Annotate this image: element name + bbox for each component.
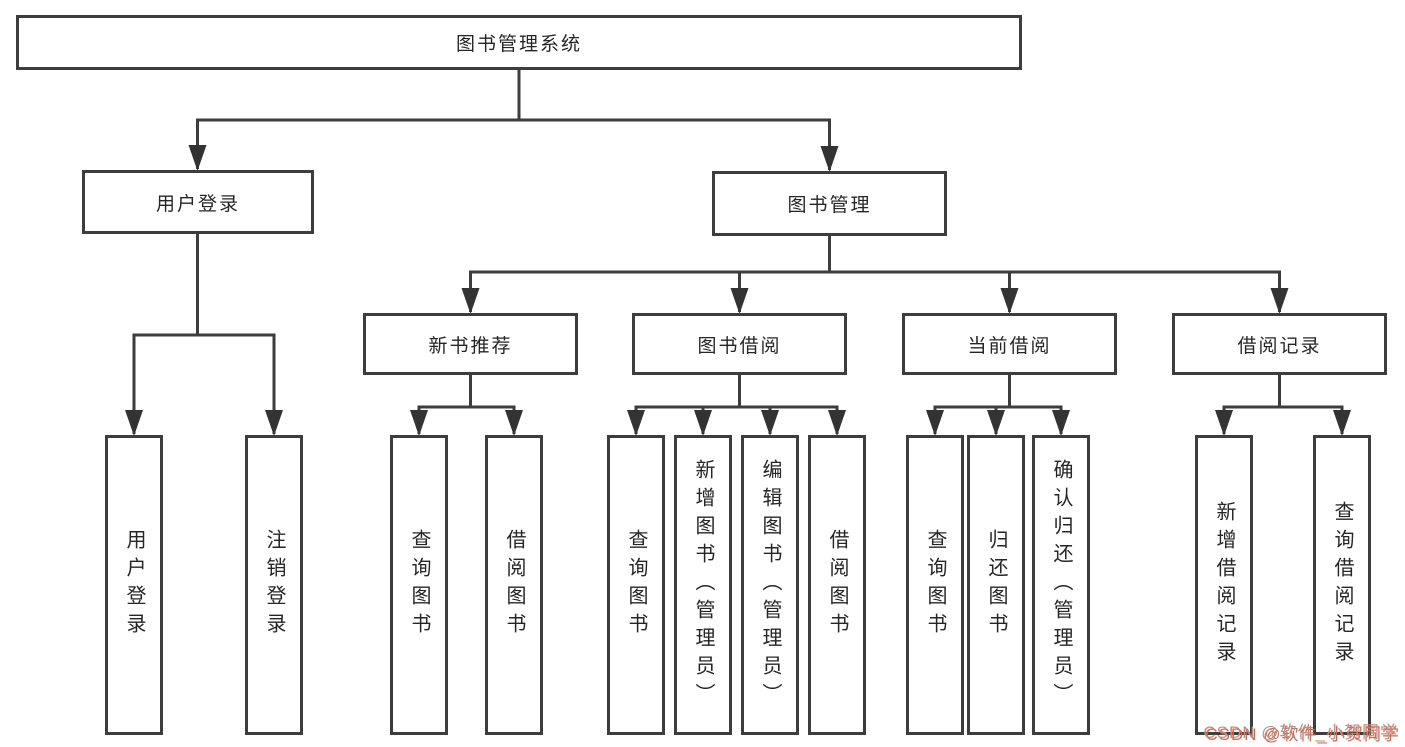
connector-root-to-level2: [188, 70, 839, 172]
node-borrowing-records-label: 借阅记录: [1237, 335, 1322, 357]
leaf-logout-label: 注销登录: [263, 529, 285, 641]
node-borrowing-records: 借阅记录: [1172, 313, 1387, 375]
node-user-login-label: 用户登录: [155, 193, 240, 215]
csdn-watermark: CSDN @软件_小贺同学: [1203, 723, 1398, 742]
connector-user-login-children: [125, 234, 283, 436]
node-book-management: 图书管理: [712, 171, 947, 236]
node-root-label: 图书管理系统: [455, 34, 582, 55]
leaf-query-books-current: 查询图书: [906, 435, 964, 735]
node-book-management-label: 图书管理: [787, 195, 872, 216]
connector-new-book-recommend-children: [410, 375, 523, 436]
leaf-user-login: 用户登录: [105, 435, 163, 735]
leaf-query-books-recommend-label: 查询图书: [408, 529, 430, 641]
leaf-query-borrow-record: 查询借阅记录: [1313, 435, 1371, 735]
node-book-borrowing: 图书借阅: [632, 313, 847, 375]
node-current-borrowing: 当前借阅: [902, 313, 1117, 375]
node-current-borrowing-label: 当前借阅: [967, 335, 1052, 357]
leaf-logout: 注销登录: [245, 435, 303, 735]
node-new-book-recommend-label: 新书推荐: [428, 335, 513, 357]
connector-book-borrowing-children: [627, 375, 846, 436]
leaf-user-login-label: 用户登录: [123, 529, 145, 641]
node-book-borrowing-label: 图书借阅: [697, 335, 782, 357]
leaf-edit-book-admin: 编辑图书（管理员）: [741, 435, 799, 735]
connector-book-management-children: [461, 236, 1289, 314]
leaf-borrow-books-recommend: 借阅图书: [485, 435, 543, 735]
leaf-borrow-books-label: 借阅图书: [826, 529, 848, 641]
leaf-add-book-admin: 新增图书（管理员）: [674, 435, 732, 735]
leaf-return-books: 归还图书: [967, 435, 1025, 735]
leaf-edit-book-admin-label: 编辑图书（管理员）: [759, 459, 781, 711]
node-new-book-recommend: 新书推荐: [363, 313, 578, 375]
connector-borrowing-records-children: [1215, 375, 1351, 436]
connector-current-borrowing-children: [926, 375, 1070, 436]
leaf-query-books-borrowing: 查询图书: [607, 435, 665, 735]
node-root: 图书管理系统: [16, 15, 1022, 70]
leaf-return-books-label: 归还图书: [985, 529, 1007, 641]
leaf-add-borrow-record-label: 新增借阅记录: [1213, 501, 1235, 669]
leaf-query-books-current-label: 查询图书: [924, 529, 946, 641]
leaf-add-borrow-record: 新增借阅记录: [1195, 435, 1253, 735]
leaf-query-borrow-record-label: 查询借阅记录: [1331, 501, 1353, 669]
leaf-borrow-books: 借阅图书: [808, 435, 866, 735]
leaf-query-books-recommend: 查询图书: [390, 435, 448, 735]
leaf-confirm-return-admin: 确认归还（管理员）: [1032, 435, 1090, 735]
leaf-query-books-borrowing-label: 查询图书: [625, 529, 647, 641]
leaf-add-book-admin-label: 新增图书（管理员）: [692, 459, 714, 711]
leaf-borrow-books-recommend-label: 借阅图书: [503, 529, 525, 641]
leaf-confirm-return-admin-label: 确认归还（管理员）: [1050, 459, 1072, 711]
node-user-login: 用户登录: [82, 170, 314, 234]
